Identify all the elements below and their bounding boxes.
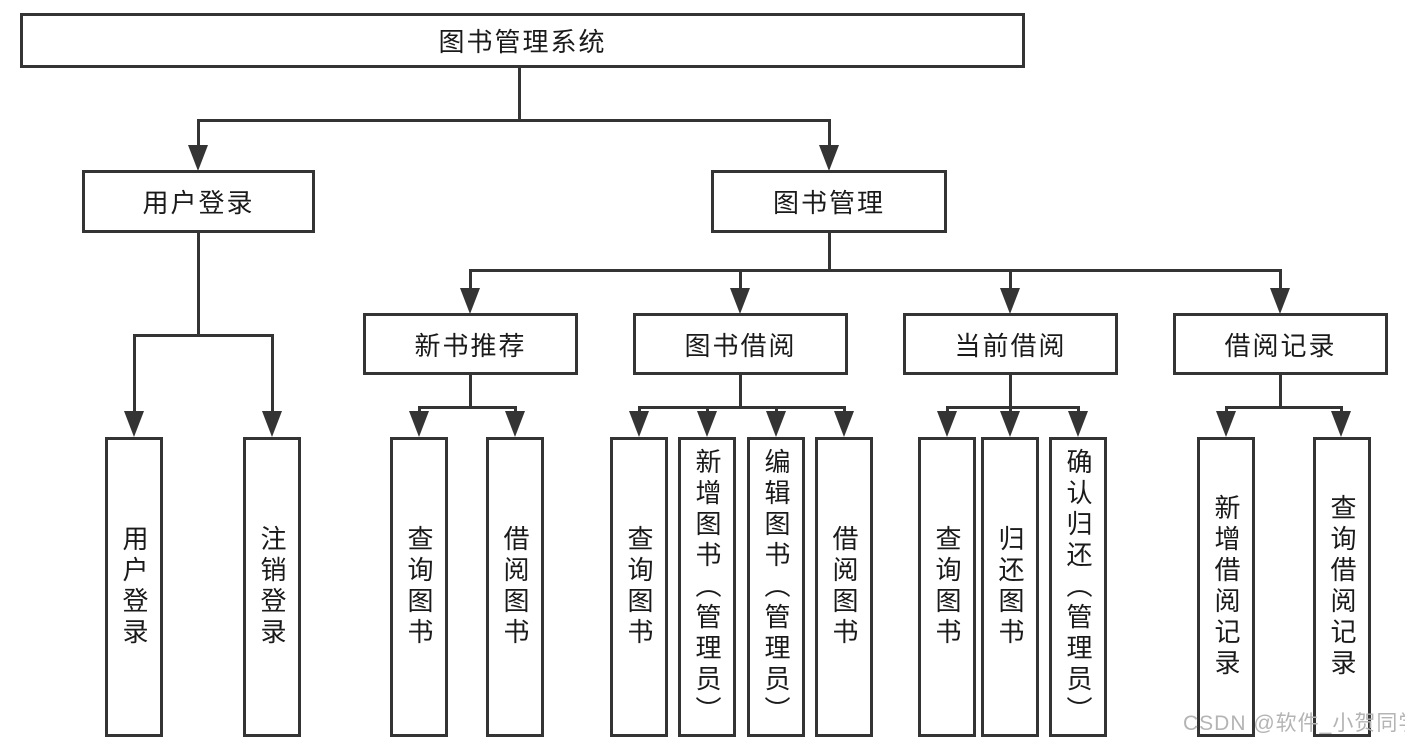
leaf-user-login-label: 用户登录 [119,525,149,649]
connector-level3-stem [1279,269,1282,291]
connector-leaf-stem [133,334,136,413]
leaf-current-query-books-label: 查询图书 [932,525,962,649]
connector-leaf-stem [1077,406,1080,415]
arrow-down-icon [697,411,717,437]
leaf-recommend-query-books-label: 查询图书 [404,525,434,649]
arrow-down-icon [1068,411,1088,437]
arrow-down-icon [409,411,429,437]
connector-level3-stem [469,269,472,291]
connector-user-login-hline [133,334,274,337]
connector-leaf-stem [1225,406,1228,415]
connector-leaf-stem [514,406,517,415]
node-book-management: 图书管理 [711,170,947,233]
leaf-records-add-record-label: 新增借阅记录 [1211,494,1241,680]
connector-leaf-stem [1340,406,1343,415]
connector-root-hline [197,119,831,122]
connector-borrowing-hline [638,406,845,409]
leaf-borrowing-add-books-admin: 新增图书（管理员） [678,437,736,737]
leaf-logout: 注销登录 [243,437,301,737]
arrow-down-icon [1331,411,1351,437]
connector-current-stem [1009,375,1012,409]
arrow-down-icon [460,288,480,314]
node-book-borrowing: 图书借阅 [633,313,848,375]
connector-leaf-stem [946,406,949,415]
leaf-records-query-record: 查询借阅记录 [1313,437,1371,737]
node-borrowing-records-label: 借阅记录 [1224,330,1337,361]
connector-leaf-stem [271,334,274,413]
leaf-current-return-books: 归还图书 [981,437,1039,737]
leaf-recommend-query-books: 查询图书 [390,437,448,737]
connector-book-management-stem [828,233,831,272]
leaf-records-query-record-label: 查询借阅记录 [1327,494,1357,680]
connector-recommend-hline [418,406,517,409]
connector-leaf-stem [638,406,641,415]
arrow-down-icon [1000,288,1020,314]
connector-leaf-stem [775,406,778,415]
leaf-borrowing-borrow-books: 借阅图书 [815,437,873,737]
arrow-down-icon [1270,288,1290,314]
leaf-recommend-borrow-books-label: 借阅图书 [500,525,530,649]
connector-borrowing-stem [739,375,742,409]
watermark: CSDN @软件_小贺同学 [1183,712,1405,735]
leaf-current-confirm-return-admin: 确认归还（管理员） [1049,437,1107,737]
arrow-down-icon [730,288,750,314]
connector-recommend-stem [469,375,472,409]
connector-leaf-stem [706,406,709,415]
leaf-logout-label: 注销登录 [257,525,287,649]
leaf-borrowing-add-books-admin-label: 新增图书（管理员） [692,447,722,727]
arrow-down-icon [766,411,786,437]
leaf-borrowing-query-books: 查询图书 [610,437,668,737]
connector-leaf-stem [1009,406,1012,415]
arrow-down-icon [937,411,957,437]
arrow-down-icon [505,411,525,437]
connector-root-stem [518,68,521,121]
node-root: 图书管理系统 [20,13,1025,68]
node-current-borrowing-label: 当前借阅 [954,330,1067,361]
connector-to-user-login-stem [197,119,200,148]
node-user-login: 用户登录 [82,170,315,233]
leaf-borrowing-query-books-label: 查询图书 [624,525,654,649]
arrow-down-icon [1216,411,1236,437]
leaf-borrowing-edit-books-admin-label: 编辑图书（管理员） [761,447,791,727]
arrow-down-icon [834,411,854,437]
node-root-label: 图书管理系统 [438,27,607,57]
node-new-book-recommend: 新书推荐 [363,313,578,375]
connector-current-hline [946,406,1079,409]
node-new-book-recommend-label: 新书推荐 [414,330,527,361]
node-user-login-label: 用户登录 [142,188,255,218]
leaf-borrowing-edit-books-admin: 编辑图书（管理员） [747,437,805,737]
leaf-records-add-record: 新增借阅记录 [1197,437,1255,737]
connector-records-hline [1225,406,1342,409]
connector-level3-stem [739,269,742,291]
connector-book-management-hline [469,269,1282,272]
node-book-management-label: 图书管理 [772,188,885,218]
arrow-down-icon [819,145,839,171]
connector-leaf-stem [418,406,421,415]
connector-user-login-stem [197,233,200,337]
arrow-down-icon [124,411,144,437]
leaf-user-login: 用户登录 [105,437,163,737]
node-book-borrowing-label: 图书借阅 [684,330,797,361]
leaf-current-confirm-return-admin-label: 确认归还（管理员） [1063,447,1093,727]
node-current-borrowing: 当前借阅 [903,313,1118,375]
connector-leaf-stem [843,406,846,415]
leaf-recommend-borrow-books: 借阅图书 [486,437,544,737]
arrow-down-icon [262,411,282,437]
leaf-borrowing-borrow-books-label: 借阅图书 [829,525,859,649]
arrow-down-icon [1000,411,1020,437]
connector-records-stem [1279,375,1282,409]
node-borrowing-records: 借阅记录 [1173,313,1388,375]
leaf-current-query-books: 查询图书 [918,437,976,737]
leaf-current-return-books-label: 归还图书 [995,525,1025,649]
connector-to-book-management-stem [828,119,831,148]
arrow-down-icon [629,411,649,437]
arrow-down-icon [188,145,208,171]
connector-level3-stem [1009,269,1012,291]
